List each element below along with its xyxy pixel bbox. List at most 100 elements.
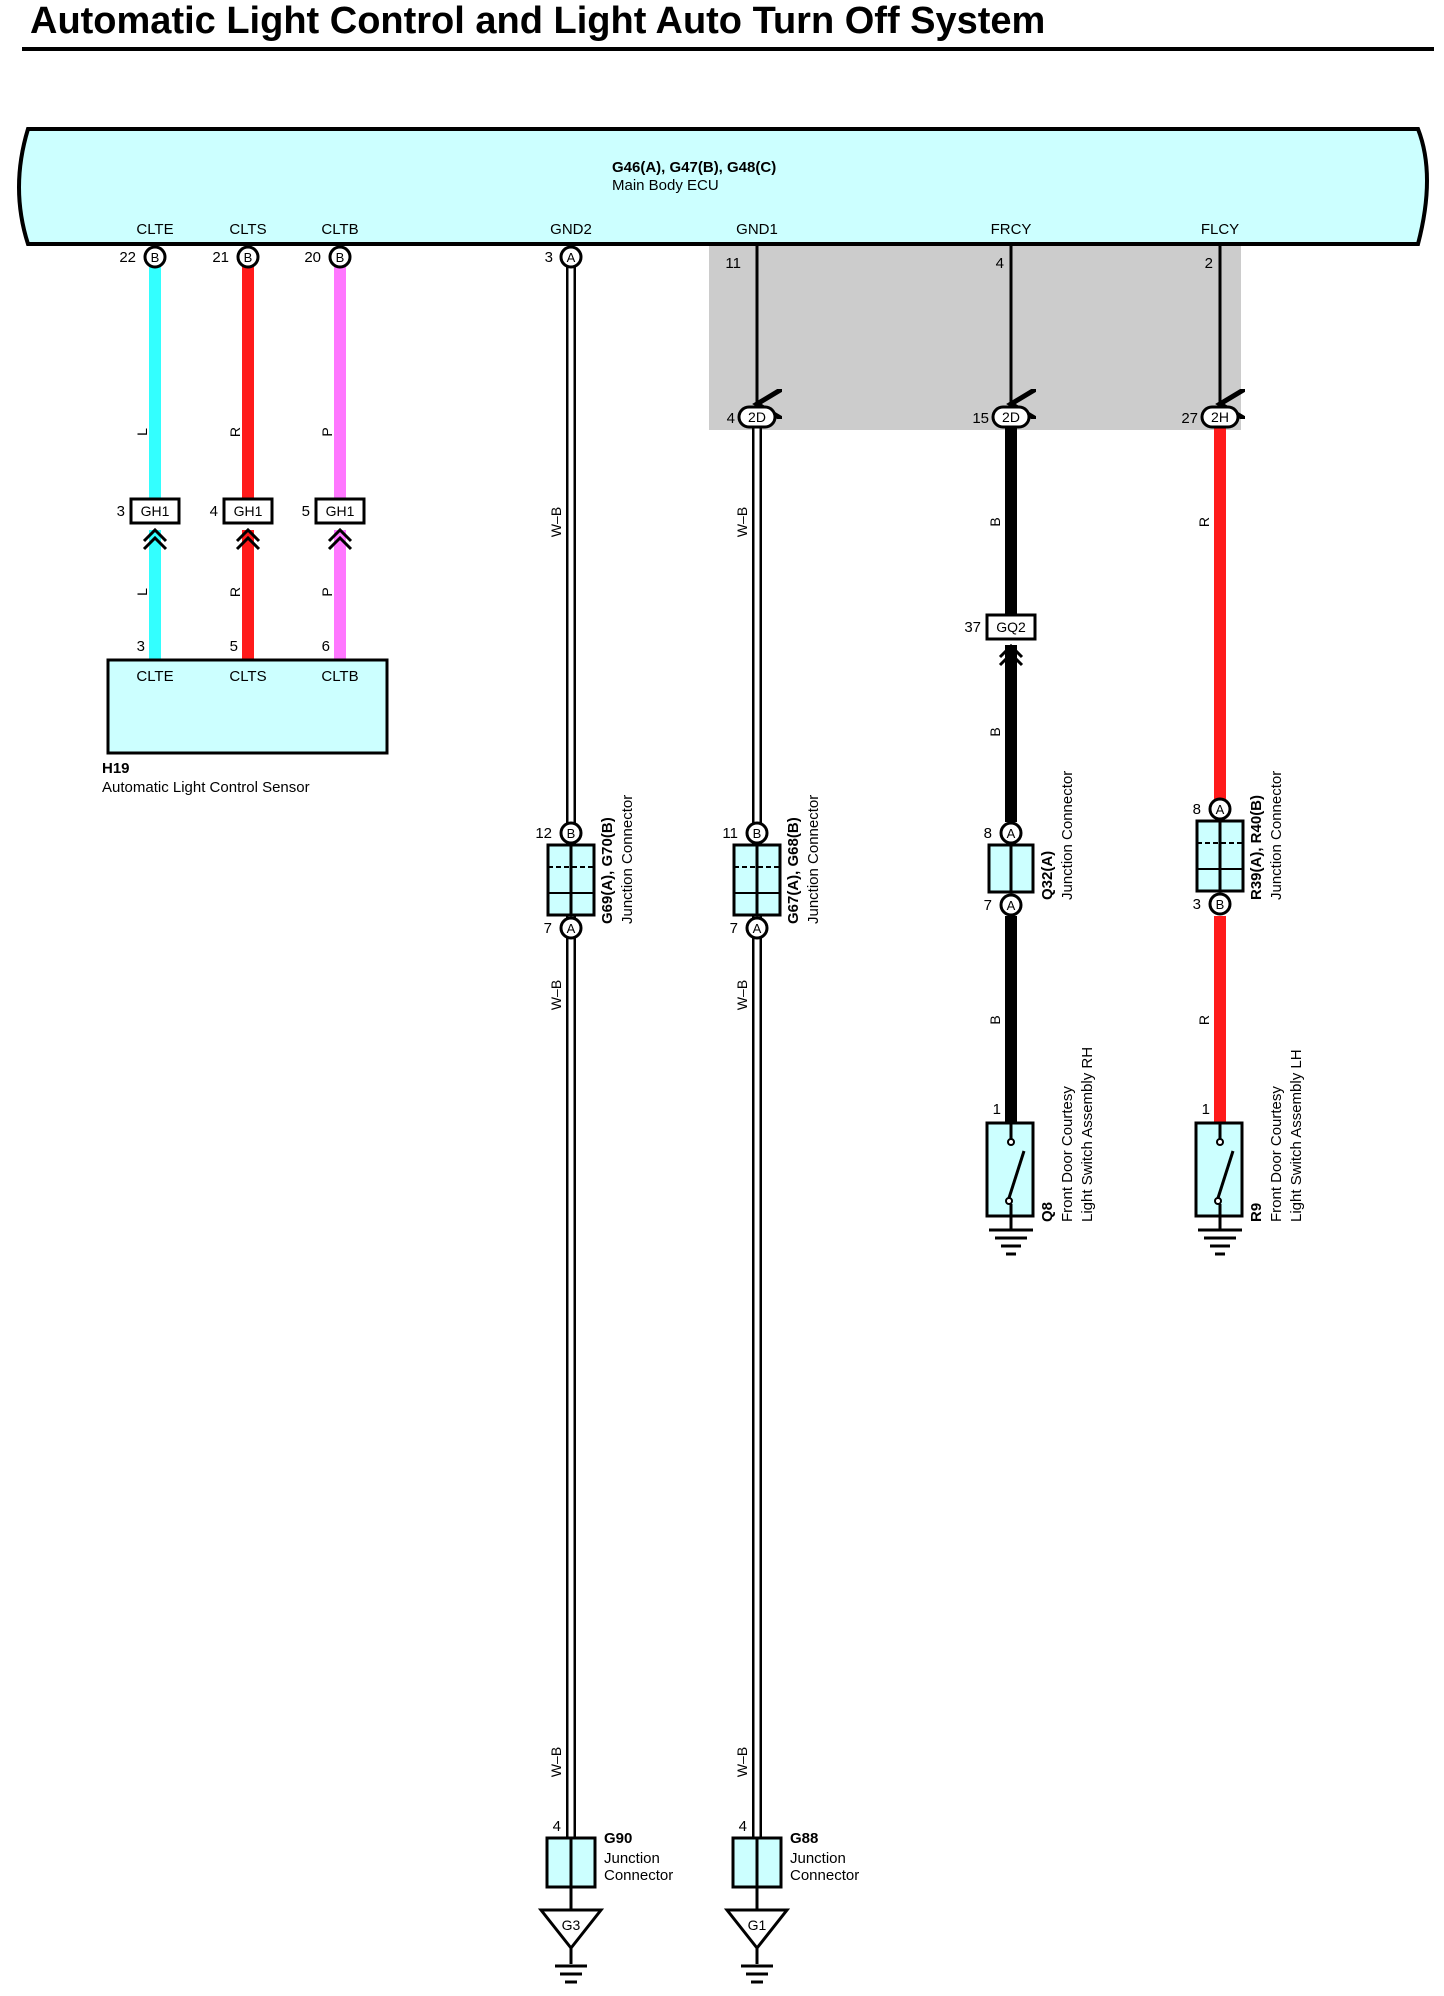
grey-connector-zone bbox=[709, 246, 1241, 430]
svg-text:Light Switch Assembly RH: Light Switch Assembly RH bbox=[1079, 1047, 1096, 1222]
svg-text:Junction: Junction bbox=[604, 1850, 660, 1867]
sensor-terminal-cltb: CLTB bbox=[321, 668, 358, 685]
junction-connector-g90: 4 G90 Junction Connector bbox=[545, 1818, 673, 1910]
svg-text:A: A bbox=[1216, 802, 1225, 817]
ecu-pin-gnd1: 11 bbox=[725, 255, 741, 272]
svg-text:B: B bbox=[753, 826, 762, 841]
svg-text:3: 3 bbox=[117, 503, 125, 520]
svg-text:4: 4 bbox=[553, 1818, 561, 1835]
connector-gh1-clte: 3 GH1 bbox=[117, 497, 181, 551]
svg-text:1: 1 bbox=[1202, 1101, 1210, 1118]
wire-color-label-clte-lower: L bbox=[134, 588, 150, 596]
junction-connector-r39-r40: 8 A 3 B R39(A), R40(B) Junction Connecto… bbox=[1193, 771, 1285, 916]
wire-color-label-flcy-1: R bbox=[1196, 517, 1212, 527]
switch-r9: 1 R9 Front Door Courtesy Light Switch As… bbox=[1194, 1049, 1305, 1256]
ecu-pin-flcy: 2 bbox=[1205, 255, 1213, 272]
ecu-code: G46(A), G47(B), G48(C) bbox=[612, 159, 776, 176]
ecu-pin-frcy: 4 bbox=[996, 255, 1004, 272]
main-body-ecu-box bbox=[17, 127, 1429, 246]
sensor-terminal-clts: CLTS bbox=[229, 668, 266, 685]
wire-color-label-clts-lower: R bbox=[227, 587, 243, 597]
wire-color-label-frcy-3: B bbox=[987, 1015, 1003, 1024]
svg-text:GQ2: GQ2 bbox=[996, 619, 1026, 635]
svg-text:GH1: GH1 bbox=[234, 503, 263, 519]
svg-text:37: 37 bbox=[964, 619, 981, 636]
terminal-label-clte: CLTE bbox=[136, 221, 173, 238]
svg-text:15: 15 bbox=[972, 410, 989, 427]
svg-text:5: 5 bbox=[302, 503, 310, 520]
svg-text:Junction Connector: Junction Connector bbox=[805, 795, 822, 924]
wire-color-label-frcy-2: B bbox=[987, 727, 1003, 736]
wire-color-label-gnd1-1: W–B bbox=[734, 507, 750, 537]
svg-text:B: B bbox=[336, 250, 345, 265]
svg-text:Junction Connector: Junction Connector bbox=[1268, 771, 1285, 900]
svg-text:R39(A), R40(B): R39(A), R40(B) bbox=[1248, 795, 1265, 900]
wire-color-label-gnd2-1: W–B bbox=[548, 507, 564, 537]
svg-text:12: 12 bbox=[535, 825, 552, 842]
svg-text:Q8: Q8 bbox=[1039, 1202, 1056, 1222]
svg-text:GH1: GH1 bbox=[141, 503, 170, 519]
svg-text:4: 4 bbox=[210, 503, 218, 520]
svg-text:2D: 2D bbox=[748, 409, 766, 425]
svg-text:2D: 2D bbox=[1002, 409, 1020, 425]
sensor-pin-cltb: 6 bbox=[322, 638, 330, 655]
svg-text:7: 7 bbox=[984, 897, 992, 914]
connector-2h-flcy: 27 2H bbox=[1181, 405, 1240, 429]
svg-text:20: 20 bbox=[304, 249, 321, 266]
svg-text:7: 7 bbox=[730, 920, 738, 937]
svg-text:Front Door Courtesy: Front Door Courtesy bbox=[1059, 1086, 1076, 1222]
ecu-pin-cltb: 20 B bbox=[304, 245, 352, 269]
svg-text:7: 7 bbox=[544, 920, 552, 937]
connector-2d-gnd1: 4 2D bbox=[727, 405, 777, 429]
ecu-pin-clts: 21 B bbox=[212, 245, 260, 269]
terminal-label-cltb: CLTB bbox=[321, 221, 358, 238]
connector-gh1-cltb: 5 GH1 bbox=[302, 497, 366, 551]
wire-color-label-flcy-2: R bbox=[1196, 1015, 1212, 1025]
sensor-name: Automatic Light Control Sensor bbox=[102, 779, 310, 796]
terminal-label-gnd1: GND1 bbox=[736, 221, 778, 238]
svg-text:4: 4 bbox=[739, 1818, 747, 1835]
wire-color-label-gnd2-2: W–B bbox=[548, 980, 564, 1010]
svg-text:21: 21 bbox=[212, 249, 229, 266]
svg-text:27: 27 bbox=[1181, 410, 1198, 427]
ground-g3: G3 bbox=[537, 1908, 605, 1984]
svg-text:G1: G1 bbox=[748, 1917, 767, 1933]
svg-text:11: 11 bbox=[722, 825, 738, 842]
terminal-label-flcy: FLCY bbox=[1201, 221, 1239, 238]
wire-color-label-clts-upper: R bbox=[227, 427, 243, 437]
ground-g1: G1 bbox=[723, 1908, 791, 1984]
svg-text:GH1: GH1 bbox=[326, 503, 355, 519]
svg-text:A: A bbox=[1007, 898, 1016, 913]
junction-connector-g67-g68: 11 B 7 A G67(A), G68(B) Junction Connect… bbox=[722, 795, 822, 940]
svg-text:G69(A), G70(B): G69(A), G70(B) bbox=[599, 817, 616, 924]
terminal-label-clts: CLTS bbox=[229, 221, 266, 238]
svg-text:B: B bbox=[244, 250, 253, 265]
svg-text:G88: G88 bbox=[790, 1830, 818, 1847]
automatic-light-control-sensor-box bbox=[106, 658, 389, 755]
terminal-label-gnd2: GND2 bbox=[550, 221, 592, 238]
wire-color-label-cltb-upper: P bbox=[319, 427, 335, 436]
wire-color-label-gnd2-3: W–B bbox=[548, 1747, 564, 1777]
junction-connector-g88: 4 G88 Junction Connector bbox=[731, 1818, 859, 1910]
svg-text:B: B bbox=[1216, 897, 1225, 912]
connector-gq2: 37 GQ2 bbox=[964, 613, 1037, 667]
svg-text:Junction: Junction bbox=[790, 1850, 846, 1867]
svg-text:2H: 2H bbox=[1211, 409, 1229, 425]
wire-color-label-frcy-1: B bbox=[987, 517, 1003, 526]
junction-connector-g69-g70: 12 B 7 A G69(A), G70(B) Junction Connect… bbox=[535, 795, 636, 940]
svg-text:G90: G90 bbox=[604, 1830, 632, 1847]
svg-text:A: A bbox=[567, 921, 576, 936]
page-title: Automatic Light Control and Light Auto T… bbox=[30, 0, 1046, 42]
connector-gh1-clts: 4 GH1 bbox=[210, 497, 274, 551]
wire-color-label-gnd1-3: W–B bbox=[734, 1747, 750, 1777]
sensor-pin-clte: 3 bbox=[137, 638, 145, 655]
connector-2d-frcy: 15 2D bbox=[972, 405, 1031, 429]
wire-color-label-gnd1-2: W–B bbox=[734, 980, 750, 1010]
title-rule bbox=[22, 47, 1434, 51]
svg-text:1: 1 bbox=[993, 1101, 1001, 1118]
svg-text:8: 8 bbox=[1193, 801, 1201, 818]
ecu-pin-clte: 22 B bbox=[119, 245, 167, 269]
junction-connector-q32: 8 A 7 A Q32(A) Junction Connector bbox=[984, 771, 1076, 917]
svg-text:Junction Connector: Junction Connector bbox=[619, 795, 636, 924]
